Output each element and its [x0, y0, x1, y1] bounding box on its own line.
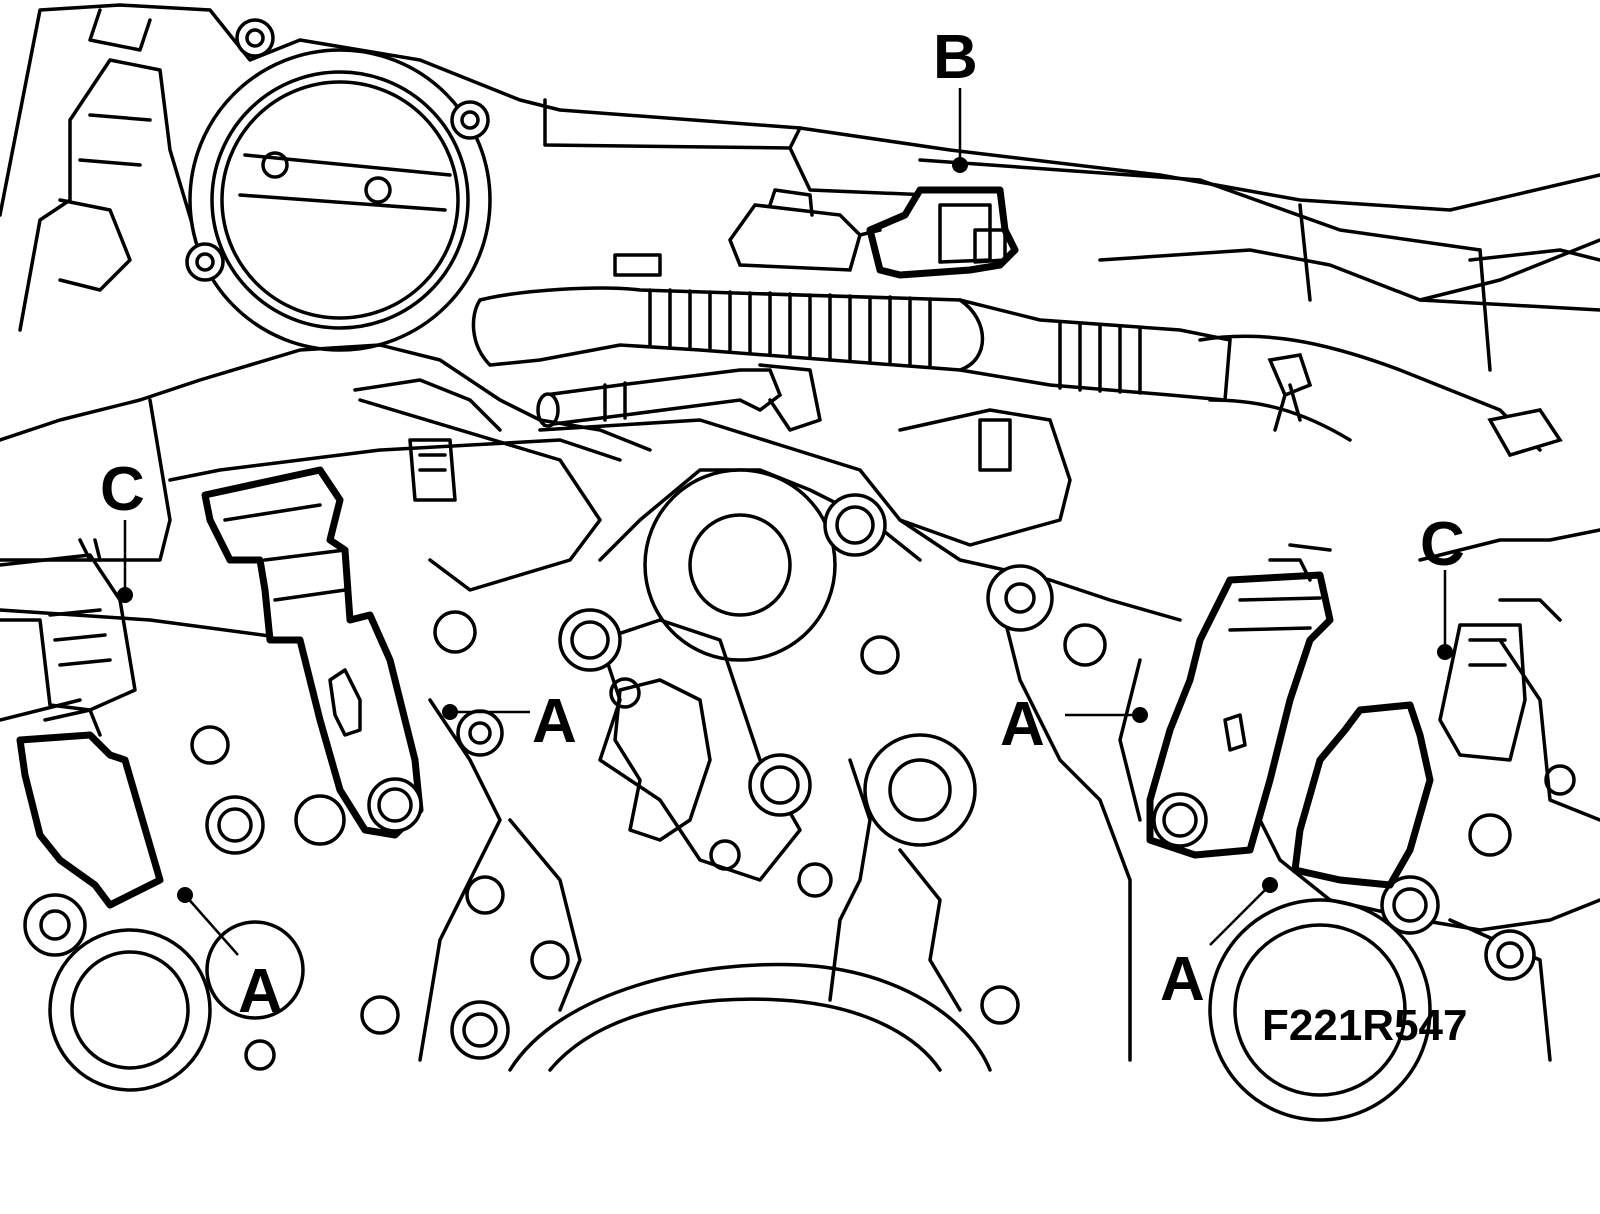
camshaft-position-sensor-right: [1146, 543, 1334, 859]
callout-b: B: [933, 23, 978, 92]
sensor-connector-lower-right: [1291, 598, 1562, 889]
callout-a-left-sensor: A: [532, 687, 577, 756]
callout-labels: B C C A A A A F221R547: [100, 23, 1467, 1050]
connector-b: [728, 186, 1019, 279]
camshaft-position-sensor-left: [201, 466, 424, 839]
callout-c-right: C: [1420, 510, 1465, 579]
callout-leaders: [117, 88, 1453, 956]
callout-a-right-sensor: A: [1000, 690, 1045, 759]
throttle-body: [185, 18, 492, 352]
callout-c-left: C: [100, 455, 145, 524]
figure-code: F221R547: [1262, 1001, 1467, 1050]
intake-manifold-outline: [0, 3, 1600, 372]
bolts: [23, 493, 1576, 1071]
callout-a-bottom-left: A: [238, 957, 283, 1026]
vacuum-hose: [536, 363, 822, 432]
sensor-connector-lower-left: [0, 538, 164, 909]
wiring-harness: [471, 286, 1563, 458]
callout-a-bottom-right: A: [1160, 945, 1205, 1014]
